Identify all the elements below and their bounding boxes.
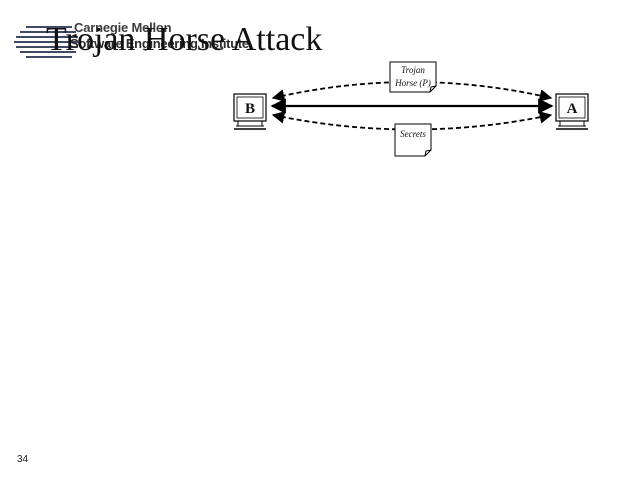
cmu-sei-logo: Carnegie Mellon Software Engineering Ins… (12, 20, 262, 62)
trojan-note-line2: Horse (P) (394, 78, 431, 88)
host-a-label: A (567, 101, 578, 117)
slide-title: Trojan Horse Attack (46, 21, 323, 58)
trojan-note-line1: Trojan (401, 65, 425, 75)
logo-text-line1: Carnegie Mellon (74, 20, 172, 35)
trojan-horse-note-icon (389, 61, 437, 93)
secrets-note-icon (394, 123, 432, 157)
computer-b-icon (233, 93, 267, 130)
logo-text-line2: Software Engineering Institute (70, 36, 249, 51)
computer-a-icon (555, 93, 589, 130)
page-number: 34 (17, 454, 29, 465)
host-b-label: B (245, 101, 255, 117)
logo-stripes-icon (14, 26, 78, 58)
secrets-note-label: Secrets (400, 129, 426, 139)
